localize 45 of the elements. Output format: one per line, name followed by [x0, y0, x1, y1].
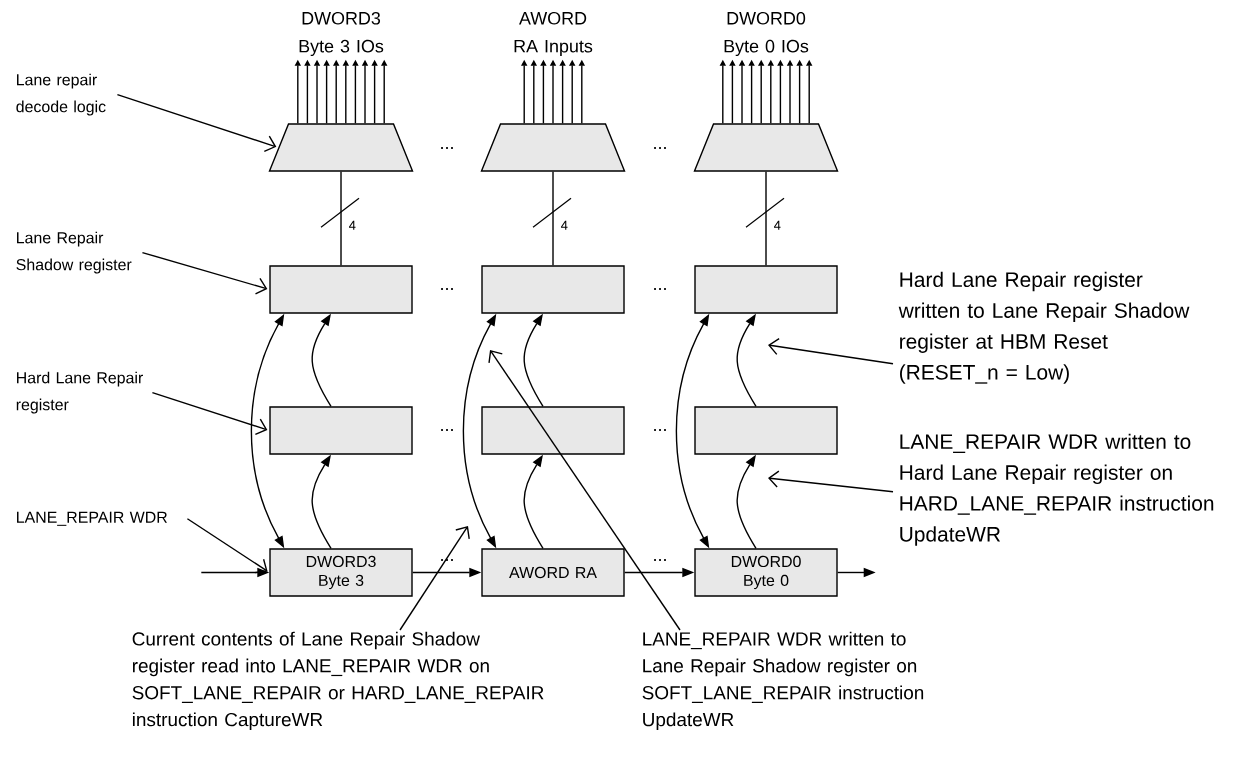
leader-arrow — [488, 350, 681, 631]
leader-arrow — [141, 251, 268, 295]
ellipsis: ... — [441, 559, 453, 561]
annotation-text: LANE_REPAIR WDR written to Lane Repair Shadow register on SOFT_LANE_REPAIR instruction UpdateWR — [642, 631, 924, 731]
ellipsis: ... — [654, 429, 666, 431]
decode-logic-trapezoid — [693, 123, 839, 172]
ellipsis: ... — [654, 147, 666, 149]
decode-logic-trapezoid — [268, 123, 414, 172]
annotation-text: LANE_REPAIR WDR — [17, 511, 167, 526]
annotation-text: Lane repair decode logic — [16, 73, 106, 116]
annotation-text: Lane Repair Shadow register — [16, 231, 132, 274]
leader-arrow — [399, 526, 470, 631]
leader-arrow — [768, 337, 894, 365]
decode-logic-trapezoid — [480, 123, 626, 172]
ellipsis: ... — [654, 288, 666, 290]
signal-label: DWORD3 Byte 3 IOs — [299, 11, 384, 57]
annotation-text: LANE_REPAIR WDR written to Hard Lane Repair register on HARD_LANE_REPAIR instruction UpdateWR — [900, 433, 1214, 546]
bus-line — [340, 171, 342, 266]
bus-width-label: 4 — [561, 220, 568, 230]
ellipsis: ... — [441, 429, 453, 431]
register-box: DWORD0 Byte 0 — [694, 548, 838, 597]
ellipsis: ... — [441, 288, 453, 290]
register-box — [269, 406, 413, 455]
leader-arrow — [186, 518, 268, 574]
register-box: AWORD RA — [481, 548, 625, 597]
register-box — [694, 406, 838, 455]
ellipsis: ... — [441, 147, 453, 149]
annotation-text: Current contents of Lane Repair Shadow register read into LANE_REPAIR WDR on SOFT_LANE_REPAIR or HARD_LANE_REPAIR instruction CaptureWR — [132, 631, 544, 731]
signal-label: DWORD0 Byte 0 IOs — [724, 11, 809, 57]
ellipsis: ... — [654, 559, 666, 561]
register-box — [481, 406, 625, 455]
register-box — [694, 265, 838, 314]
bus-width-label: 4 — [774, 220, 781, 230]
bus-line — [765, 171, 767, 266]
signal-label: AWORD RA Inputs — [514, 11, 593, 57]
register-box — [269, 265, 413, 314]
leader-arrow — [116, 93, 277, 153]
leader-arrow — [768, 470, 894, 493]
register-box: DWORD3 Byte 3 — [269, 548, 413, 597]
bus-width-label: 4 — [349, 220, 356, 230]
register-box — [481, 265, 625, 314]
leader-arrow — [151, 391, 268, 436]
annotation-text: Hard Lane Repair register — [16, 371, 143, 414]
bus-line — [552, 171, 554, 266]
annotation-text: Hard Lane Repair register written to Lane Repair Shadow register at HBM Reset (RESET_n = Low) — [898, 271, 1190, 384]
